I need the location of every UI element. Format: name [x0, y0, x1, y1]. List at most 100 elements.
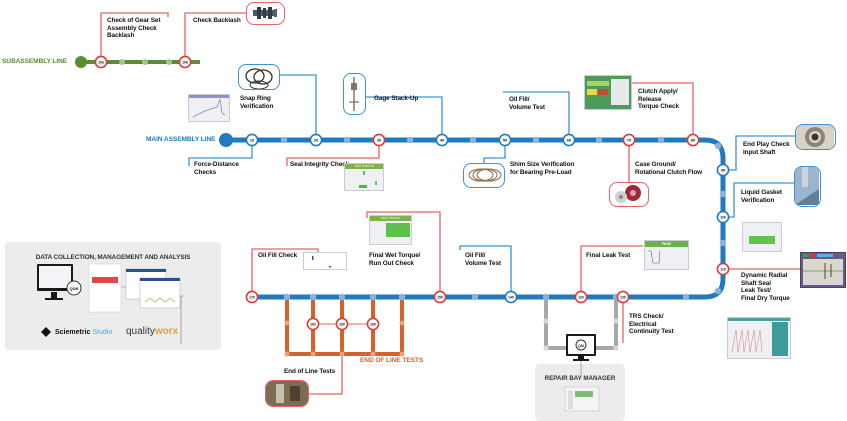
station-circle — [372, 133, 386, 147]
label-final-leak: Final Leak Test — [586, 252, 631, 259]
station-circle — [498, 133, 512, 147]
sciemetric-studio-name: Studio — [92, 329, 113, 336]
callout-line-snap-ring — [280, 74, 317, 140]
gasket-nozzle-icon — [795, 167, 819, 205]
callout-line-final-wet — [366, 211, 441, 297]
station-circle — [616, 290, 630, 304]
label-seal-integrity: Seal Integrity Check — [290, 161, 350, 168]
snap-ring-icon — [245, 68, 273, 89]
dynamic-radial-screen — [800, 252, 846, 288]
end-of-line-photo — [265, 380, 309, 407]
seal-integrity-screen: TEST STATUS — [344, 163, 384, 191]
qm-badge-text: QM — [578, 344, 584, 348]
subassembly-dot — [119, 59, 125, 65]
trs-chart-icon — [728, 318, 790, 356]
main-line-start-dot — [219, 133, 233, 147]
callout-line-oil-fill-top — [503, 91, 570, 140]
station-50: 50 — [498, 133, 512, 147]
station-label: 150 — [437, 295, 443, 299]
sciemetric-logo-icon — [41, 327, 51, 337]
station-40: 40 — [435, 133, 449, 147]
report-screen-2 — [125, 268, 181, 309]
callout-line-end-play — [723, 135, 795, 171]
final-wet-screen: TEST STATUS — [369, 215, 412, 245]
main-line-dot — [532, 136, 540, 144]
label-end-play: End Play Check Input Shaft — [743, 141, 790, 156]
main-line-dot — [280, 136, 288, 144]
station-circle — [716, 262, 730, 276]
main-line-dot — [283, 293, 291, 301]
station-label: 110 — [720, 267, 726, 271]
gage-stack-photo — [343, 73, 366, 115]
main-line-dot — [406, 136, 414, 144]
callout-line-gage-stack — [366, 96, 443, 140]
qdb-badge-circle — [66, 280, 82, 296]
leak-chart-icon — [648, 250, 661, 264]
callout-line-backlash — [184, 12, 246, 62]
label-liquid-gasket: Liquid Gasket Verification — [741, 189, 782, 204]
repair-bay-title: REPAIR BAY MANAGER — [544, 375, 616, 382]
label-end-of-line-tests: End of Line Tests — [284, 368, 336, 375]
main-line-dot — [682, 293, 690, 301]
main-line-dot — [542, 293, 550, 301]
station-label: 40 — [440, 137, 445, 142]
end-of-line-dot — [399, 351, 405, 357]
oil-fill-chart-icon — [312, 256, 331, 268]
subassembly-start-dot — [75, 56, 87, 68]
main-line-dot — [309, 293, 317, 301]
label-oil-fill-check: Oil Fill Check — [258, 252, 298, 259]
qualityworx-worx: worx — [154, 326, 179, 337]
station-circle — [562, 133, 576, 147]
station-label: 170 — [249, 295, 255, 299]
station-circle — [335, 317, 349, 331]
label-gear-set: Check of Gear Set Assembly Check Backlas… — [107, 17, 161, 40]
station-10: 10 — [245, 133, 259, 147]
gage-icon — [349, 77, 359, 111]
final-wet-screen-header: TEST STATUS — [370, 216, 411, 221]
data-panel-graphics: QDB — [37, 263, 185, 337]
label-shim-size: Shim Size Verification for Bearing Pre-L… — [510, 161, 575, 176]
station-circle — [686, 133, 700, 147]
factory-photo-icon — [266, 381, 308, 406]
end-of-line-dot — [310, 351, 316, 357]
station-70: 70 — [622, 133, 636, 147]
main-line-dot — [657, 136, 665, 144]
main-line-dot — [469, 136, 477, 144]
station-label: 10a — [98, 60, 104, 64]
report-screen-1 — [88, 263, 122, 313]
label-oil-fill-bottom: Oil Fill/ Volume Test — [465, 252, 501, 267]
station-circle — [309, 133, 323, 147]
repair-screen — [564, 386, 600, 412]
callout-line-oil-fill-bottom — [459, 245, 512, 297]
seal-integrity-screen-header: TEST STATUS — [345, 164, 383, 169]
repair-bay-panel: REPAIR BAY MANAGER — [535, 364, 625, 421]
station-160: 160 — [335, 317, 349, 331]
station-label: 140 — [508, 295, 514, 299]
sciemetric-brand-name: Sciemetric — [55, 329, 91, 336]
station-130: 130 — [616, 290, 630, 304]
final-wet-green-panel — [386, 223, 410, 237]
station-label: 20 — [314, 137, 319, 142]
station-label: 80 — [691, 137, 696, 142]
label-trs-check: TRS Check/ Electrical Continuity Test — [629, 313, 674, 336]
station-circle — [574, 290, 588, 304]
main-line-dot — [471, 293, 479, 301]
shim-photo — [463, 163, 505, 188]
callout-line-clutch — [632, 82, 694, 140]
end-of-line-dot — [339, 351, 345, 357]
qm-badge-circle — [575, 339, 587, 351]
main-line-dot — [338, 293, 346, 301]
station-label: 160 — [370, 322, 376, 326]
subassembly-dot — [166, 59, 172, 65]
force-distance-chart-icon — [189, 95, 229, 118]
main-line-dots — [280, 136, 727, 301]
end-play-photo — [795, 124, 836, 150]
qualityworx-quality: quality — [126, 326, 155, 337]
station-circle — [504, 290, 518, 304]
station-160: 160 — [306, 317, 320, 331]
station-80: 80 — [686, 133, 700, 147]
station-110: 110 — [716, 262, 730, 276]
repair-dot — [613, 318, 619, 324]
